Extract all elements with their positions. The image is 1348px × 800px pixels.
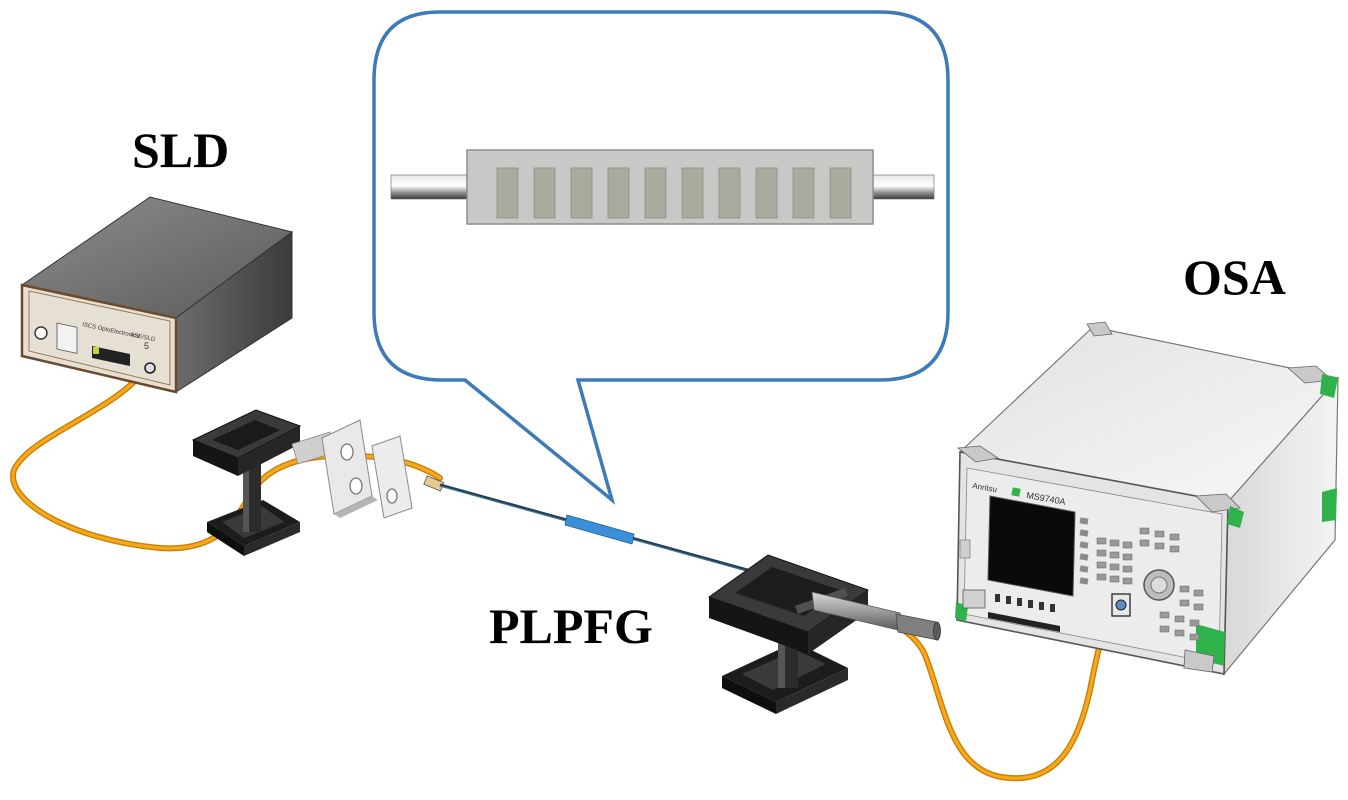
sld-model-text: ASE/SLD [130,332,157,343]
grating-mark [644,167,667,219]
sld-output-port [144,362,156,374]
osa-soft-keys [1079,517,1089,585]
sld-power-knob [34,326,48,340]
grating-mark [533,167,556,219]
sld-device: ISCS OptoElectronics ASE/SLD 5 [20,196,294,394]
svg-text:5: 5 [144,341,149,351]
grating-mark [829,167,852,219]
right-fiber-holder [707,554,941,714]
osa-keypad [1096,527,1204,641]
grating-mark [496,167,519,219]
osa-bottom-keys [995,594,1055,612]
grating-mark [570,167,593,219]
fiber-line [439,483,766,577]
callout-bubble [372,10,950,505]
osa-device: Anritsu MS9740A [955,321,1340,676]
grating-mark [718,167,741,219]
osa-brand-text: Anritsu [972,481,998,494]
plpfg-label: PLPFG [489,598,653,654]
grating-mark [681,167,704,219]
osa-screen [987,495,1076,597]
grating-mark [607,167,630,219]
osa-label: OSA [1183,249,1286,305]
grating-mark [755,167,778,219]
grating-mark [792,167,815,219]
sld-display [92,346,130,366]
left-fiber-holder [191,409,445,556]
grating-section [564,514,635,545]
callout-fiber-right [871,174,935,200]
sld-label: SLD [132,122,230,178]
callout-fiber-left [390,174,472,200]
grating-marks [496,167,852,219]
callout-outline [372,10,950,505]
sld-front-panel [20,283,178,394]
